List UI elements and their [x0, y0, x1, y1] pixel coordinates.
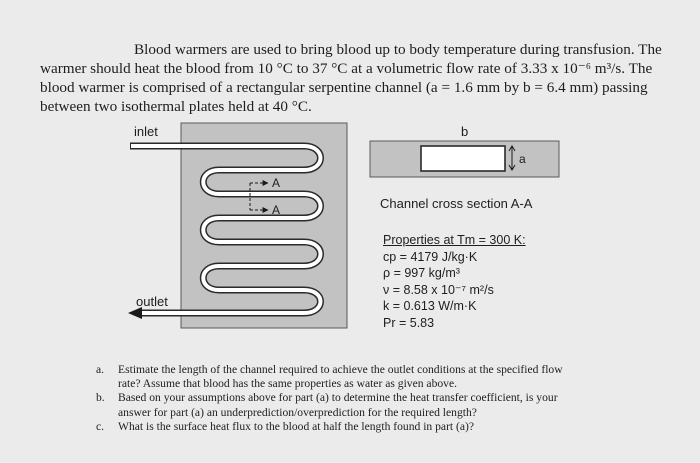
- channel-cross-section: [369, 140, 560, 178]
- intro-line: Blood warmers are used to bring blood up…: [134, 41, 662, 58]
- question-item: a. Estimate the length of the channel re…: [96, 363, 676, 391]
- question-text: answer for part (a) an underprediction/o…: [118, 405, 477, 419]
- section-cut-marker: [249, 180, 269, 213]
- section-label-a: A: [272, 203, 281, 217]
- property-item: Pr = 5.83: [383, 315, 435, 330]
- intro-line: blood warmer is comprised of a rectangul…: [40, 79, 648, 96]
- cross-section-caption: Channel cross section A-A: [380, 196, 533, 211]
- question-letter: b.: [96, 391, 105, 405]
- intro-line: between two isothermal plates held at 40…: [40, 98, 312, 115]
- outlet-arrow-icon: [128, 307, 142, 319]
- section-label-a: A: [272, 176, 281, 190]
- inlet-label: inlet: [134, 124, 158, 139]
- serpentine-channel: [130, 142, 324, 317]
- question-text: What is the surface heat flux to the blo…: [118, 419, 475, 433]
- question-item: c. What is the surface heat flux to the …: [96, 420, 676, 434]
- cross-section-dimension-a: a: [519, 152, 526, 166]
- property-item: cp = 4179 J/kg·K: [383, 249, 478, 264]
- question-text: Based on your assumptions above for part…: [118, 391, 558, 405]
- question-list: a. Estimate the length of the channel re…: [96, 363, 676, 434]
- intro-line: warmer should heat the blood from 10 °C …: [40, 60, 653, 77]
- question-text: Estimate the length of the channel requi…: [118, 363, 563, 376]
- properties-block: Properties at Tm = 300 K: cp = 4179 J/kg…: [383, 232, 526, 332]
- question-letter: c.: [96, 419, 105, 433]
- property-item: ρ = 997 kg/m³: [383, 266, 460, 281]
- problem-statement: Blood warmers are used to bring blood up…: [40, 40, 680, 116]
- property-item: ν = 8.58 x 10⁻⁷ m²/s: [383, 282, 494, 297]
- property-item: k = 0.613 W/m·K: [383, 299, 477, 314]
- question-item: b. Based on your assumptions above for p…: [96, 391, 676, 419]
- properties-header: Properties at Tm = 300 K:: [383, 233, 526, 247]
- question-letter: a.: [96, 363, 105, 376]
- outlet-label: outlet: [136, 294, 168, 309]
- cross-section-dimension-b: b: [461, 124, 469, 139]
- question-text: rate? Assume that blood has the same pro…: [118, 377, 458, 391]
